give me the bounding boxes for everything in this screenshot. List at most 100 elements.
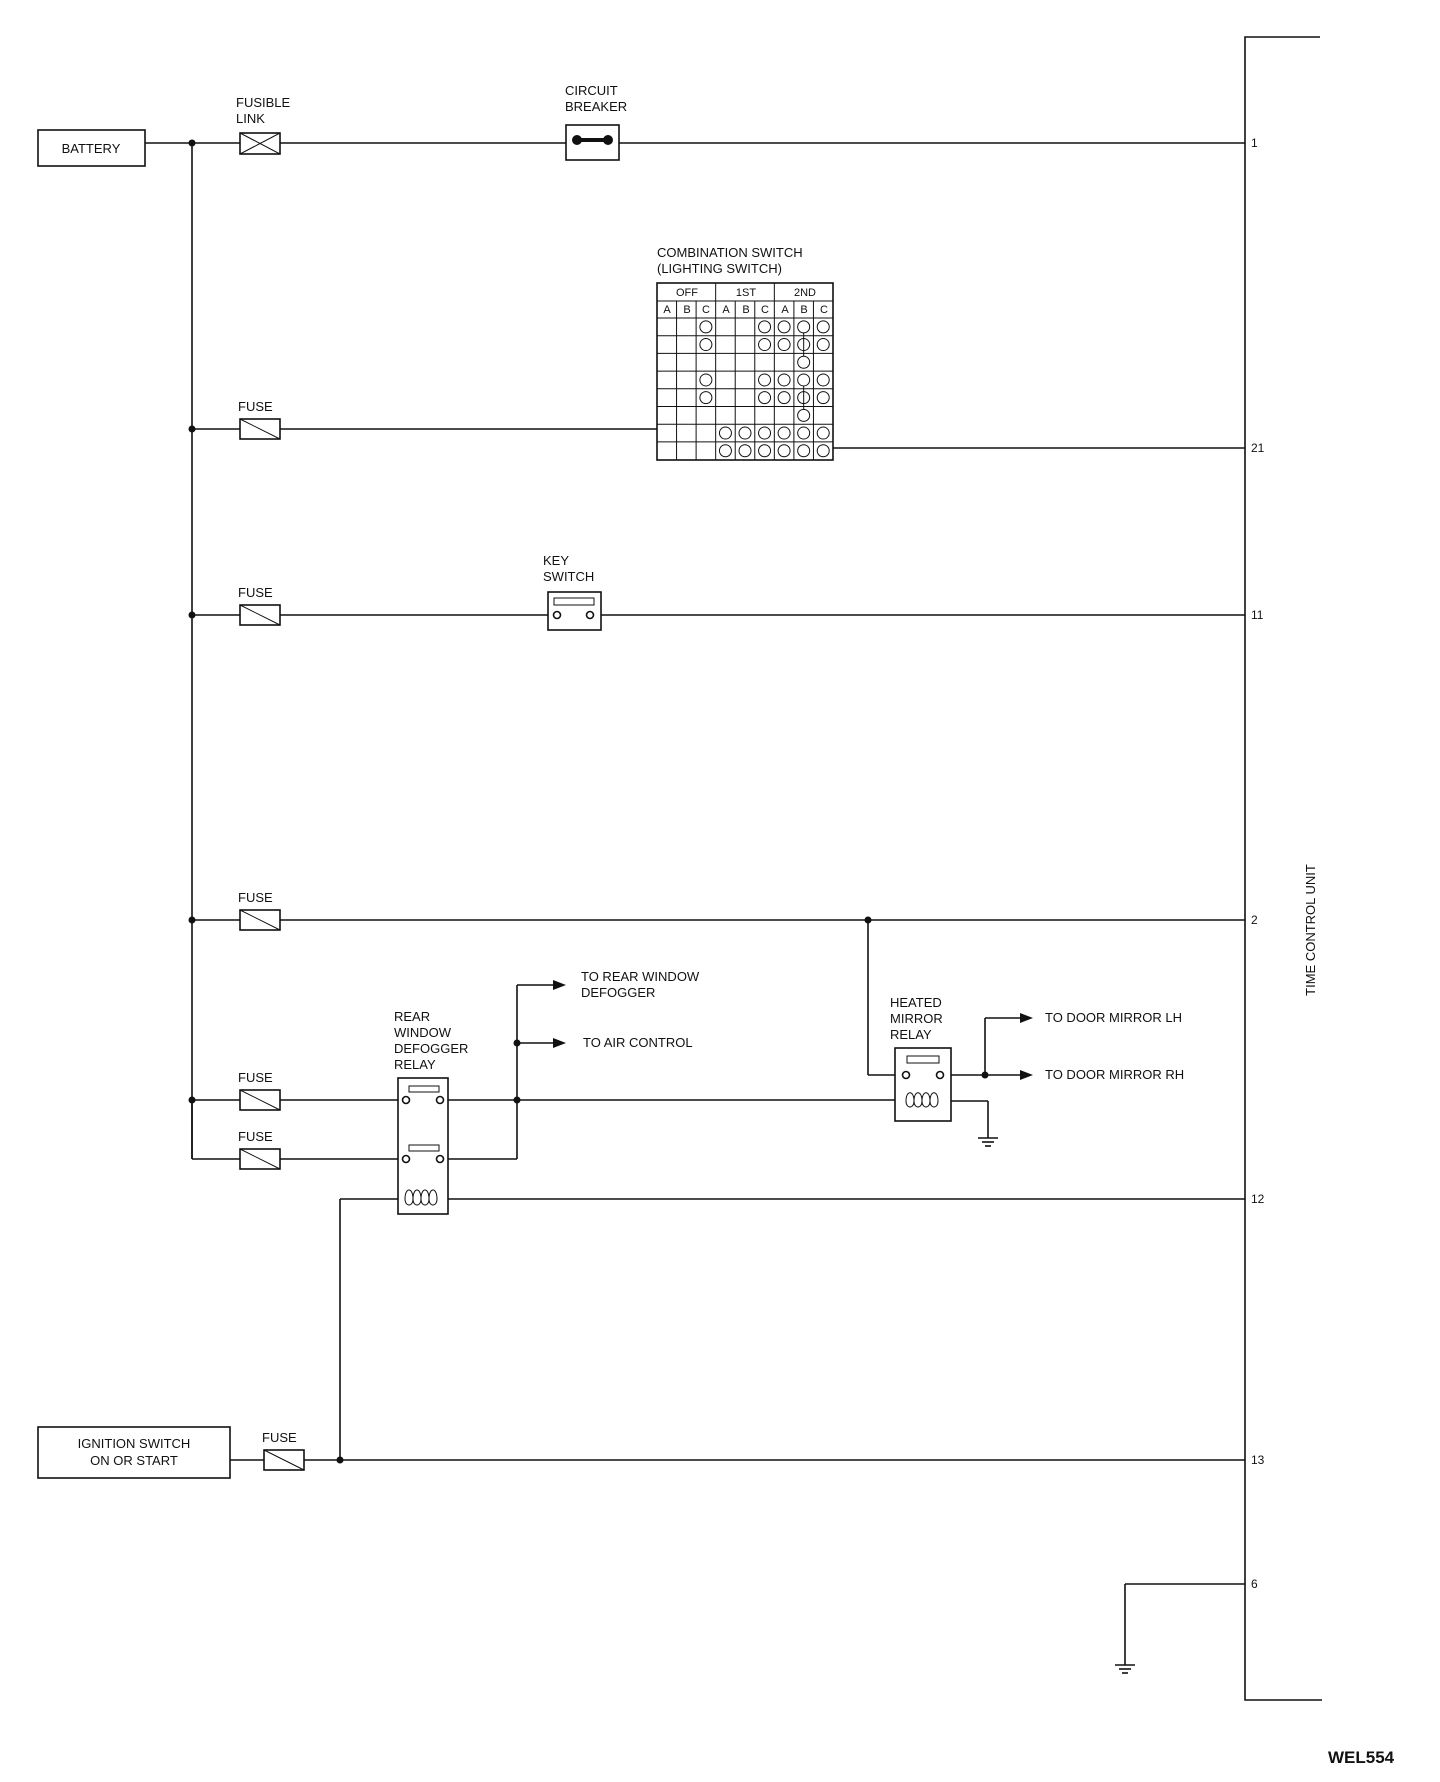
circuit-breaker-label-2: BREAKER: [565, 99, 627, 114]
pin-number: 11: [1251, 608, 1264, 622]
ignition-switch-box: IGNITION SWITCH ON OR START: [37, 1426, 231, 1479]
col-label: A: [663, 304, 671, 316]
fuse-label: FUSE: [238, 1129, 273, 1144]
pin-number: 21: [1251, 441, 1265, 455]
contact-circle: [758, 320, 772, 334]
contact-circle: [699, 320, 713, 334]
fuse-row-21: FUSE: [238, 399, 281, 440]
rear-window-defogger-relay: REAR WINDOW DEFOGGER RELAY: [394, 1009, 468, 1215]
battery-box: BATTERY: [37, 129, 146, 167]
combination-switch-grid: [657, 283, 833, 460]
fusible-link-label-2: LINK: [236, 111, 265, 126]
combination-switch-title-2: (LIGHTING SWITCH): [657, 261, 782, 276]
contact-circle: [777, 338, 791, 352]
contact-circle: [797, 444, 811, 458]
to-door-mirror-lh-label: TO DOOR MIRROR LH: [1045, 1010, 1182, 1025]
col-label: C: [820, 304, 828, 316]
heated-relay-label-2: MIRROR: [890, 1011, 943, 1026]
group-label-1st: 1ST: [736, 287, 756, 299]
col-label: A: [722, 304, 730, 316]
contact-circle: [816, 338, 830, 352]
pin-number: 6: [1251, 1577, 1258, 1591]
rear-relay-label-1: REAR: [394, 1009, 430, 1024]
contact-circle: [718, 426, 732, 440]
col-label: B: [683, 304, 690, 316]
contact-circle: [758, 444, 772, 458]
key-switch-label-1: KEY: [543, 553, 569, 568]
contact-circle: [777, 391, 791, 405]
fuse-ignition: FUSE: [262, 1430, 305, 1471]
col-label: C: [702, 304, 710, 316]
contact-circle: [816, 373, 830, 387]
fuse-row-2: FUSE: [238, 890, 281, 931]
contact-circle: [738, 426, 752, 440]
battery-label: BATTERY: [62, 141, 121, 156]
to-door-mirror-rh-label: TO DOOR MIRROR RH: [1045, 1067, 1184, 1082]
contact-circle: [777, 373, 791, 387]
fuse-label: FUSE: [238, 585, 273, 600]
heated-relay-label-1: HEATED: [890, 995, 942, 1010]
to-rear-window-defogger-label-1: TO REAR WINDOW: [581, 969, 700, 984]
col-label: B: [800, 304, 807, 316]
fuse-relay-2: FUSE: [238, 1129, 281, 1170]
circuit-breaker: CIRCUIT BREAKER: [565, 83, 627, 161]
heated-mirror-relay: HEATED MIRROR RELAY: [890, 995, 952, 1122]
pin-number: 1: [1251, 136, 1258, 150]
to-air-control-label: TO AIR CONTROL: [583, 1035, 693, 1050]
contact-circle: [777, 426, 791, 440]
pin-number: 13: [1251, 1453, 1265, 1467]
key-switch-label-2: SWITCH: [543, 569, 594, 584]
contact-circle: [816, 444, 830, 458]
contact-circle: [758, 391, 772, 405]
contact-circle: [777, 320, 791, 334]
contact-circle: [797, 426, 811, 440]
contact-circle: [816, 426, 830, 440]
fuse-relay-1: FUSE: [238, 1070, 281, 1111]
fusible-link: FUSIBLE LINK: [236, 95, 291, 155]
circuit-breaker-label-1: CIRCUIT: [565, 83, 618, 98]
fuse-label: FUSE: [262, 1430, 297, 1445]
contact-circle: [758, 338, 772, 352]
rear-relay-label-3: DEFOGGER: [394, 1041, 468, 1056]
combination-switch: COMBINATION SWITCH (LIGHTING SWITCH) OFF…: [656, 245, 834, 461]
contact-circle: [816, 391, 830, 405]
ground-icon: [978, 1137, 998, 1147]
key-switch: KEY SWITCH: [543, 553, 602, 631]
junction-dots: [188, 139, 989, 1464]
rear-relay-label-2: WINDOW: [394, 1025, 452, 1040]
contact-circle: [758, 426, 772, 440]
contact-circle: [699, 373, 713, 387]
pin-number: 2: [1251, 913, 1258, 927]
fuse-label: FUSE: [238, 890, 273, 905]
fuse-label: FUSE: [238, 399, 273, 414]
time-control-unit: TIME CONTROL UNIT: [1244, 36, 1322, 1701]
fuse-label: FUSE: [238, 1070, 273, 1085]
pin-number: 12: [1251, 1192, 1265, 1206]
time-control-unit-label: TIME CONTROL UNIT: [1303, 864, 1318, 996]
contact-circle: [777, 444, 791, 458]
to-rear-window-defogger-label-2: DEFOGGER: [581, 985, 655, 1000]
contact-circle: [738, 444, 752, 458]
group-label-off: OFF: [676, 287, 698, 299]
wires: [145, 142, 1245, 1665]
rear-relay-label-4: RELAY: [394, 1057, 436, 1072]
fuse-row-11: FUSE: [238, 585, 281, 626]
arrowheads: [553, 980, 1033, 1080]
ground-icon: [1115, 1664, 1135, 1674]
contact-circle: [758, 373, 772, 387]
ignition-label-1: IGNITION SWITCH: [78, 1436, 191, 1451]
col-label: C: [761, 304, 769, 316]
fusible-link-label-1: FUSIBLE: [236, 95, 291, 110]
col-label: B: [742, 304, 749, 316]
contact-circle: [699, 391, 713, 405]
contact-circle: [718, 444, 732, 458]
combination-switch-title-1: COMBINATION SWITCH: [657, 245, 803, 260]
group-label-2nd: 2ND: [794, 287, 816, 299]
pin-numbers: 1 21 11 2 12 13 6: [1251, 136, 1265, 1591]
ignition-label-2: ON OR START: [90, 1453, 178, 1468]
heated-relay-label-3: RELAY: [890, 1027, 932, 1042]
contact-circle: [816, 320, 830, 334]
col-label: A: [781, 304, 789, 316]
contact-circle: [699, 338, 713, 352]
